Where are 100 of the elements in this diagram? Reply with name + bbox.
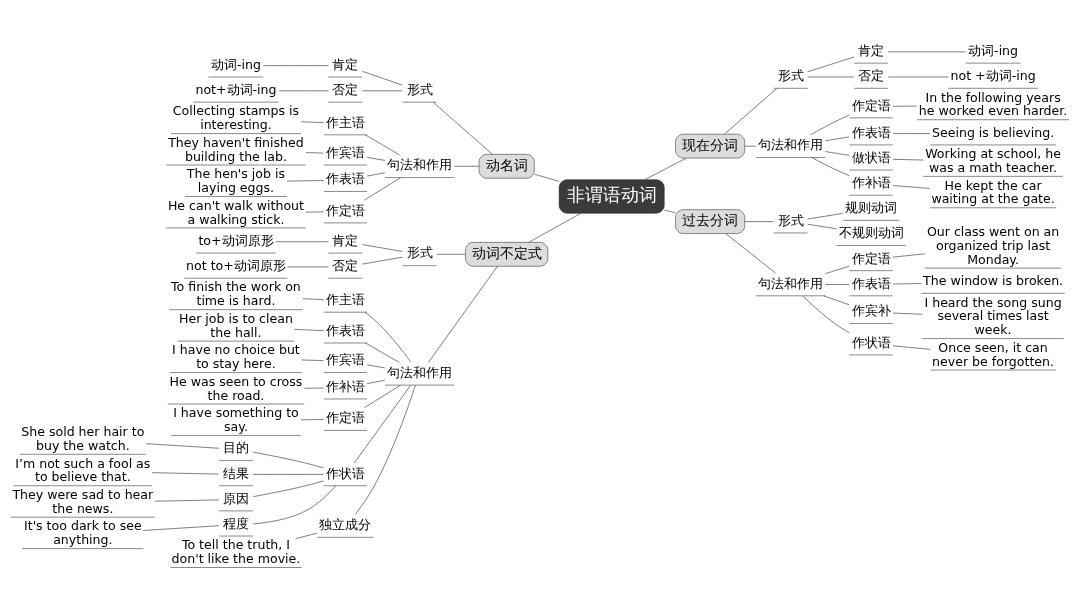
connector xyxy=(365,134,400,156)
connector xyxy=(807,213,844,220)
connector xyxy=(354,384,416,515)
connector xyxy=(892,105,918,107)
node-text: 作表语 xyxy=(851,124,891,140)
node-text: 动词-ing xyxy=(968,42,1019,58)
node-text: Our class went on an organized trip last Monday. xyxy=(926,224,1060,267)
connector xyxy=(725,233,776,274)
connector xyxy=(366,156,386,161)
node-text: 形式 xyxy=(777,68,804,84)
node-text: 作主语 xyxy=(325,292,365,307)
connector xyxy=(534,173,560,182)
connector xyxy=(353,384,411,464)
node-box: 动名词 xyxy=(478,154,535,179)
connector xyxy=(302,298,325,301)
node-text: They haven't finished building the lab. xyxy=(168,134,304,164)
node-text: 肯定 xyxy=(332,232,359,248)
node-text: not+动词-ing xyxy=(195,81,277,97)
connector xyxy=(436,253,466,255)
connector xyxy=(364,384,401,409)
connector xyxy=(892,253,926,258)
connector xyxy=(252,485,337,525)
node-text: Seeing is believing. xyxy=(932,124,1055,140)
node-text: 不规则动词 xyxy=(838,225,904,241)
node-text: 作表语 xyxy=(851,275,891,291)
connector xyxy=(365,342,400,363)
node-box: 过去分词 xyxy=(675,209,745,234)
node-text: 作主语 xyxy=(325,114,365,130)
connector xyxy=(892,185,930,189)
connector xyxy=(823,295,850,306)
connector xyxy=(305,152,324,154)
node-text: 结果 xyxy=(222,465,249,481)
node-text: 作宾语 xyxy=(325,352,365,368)
node-box: 动词不定式 xyxy=(465,242,549,267)
connector xyxy=(300,121,324,124)
connector xyxy=(824,151,850,156)
node-text: 句法和作用 xyxy=(758,137,824,153)
node-text: 作状语 xyxy=(851,334,891,350)
node-text: I’m not such a fool as to believe that. xyxy=(15,455,151,485)
node-text: 形式 xyxy=(406,245,433,261)
node-text: 原因 xyxy=(222,490,249,506)
connector xyxy=(892,158,924,161)
connector xyxy=(824,284,850,285)
connector xyxy=(300,419,324,421)
node-text: 规则动词 xyxy=(845,200,898,216)
connector xyxy=(278,90,329,92)
connector xyxy=(154,499,220,502)
connector xyxy=(807,223,837,230)
node-text: 句法和作用 xyxy=(387,157,453,173)
node-text: To finish the work on time is hard. xyxy=(171,279,301,309)
connector xyxy=(807,56,855,73)
node-text: 作补语 xyxy=(851,175,891,191)
connector xyxy=(145,443,220,449)
connector xyxy=(286,180,324,182)
node-text: 作定语 xyxy=(851,250,891,266)
node-text: To tell the truth, I don't like the movie. xyxy=(171,537,301,567)
connector xyxy=(362,256,403,265)
node-text: 作宾语 xyxy=(325,144,365,160)
node-text: 动词-ing xyxy=(210,56,261,72)
connector xyxy=(252,480,324,498)
node-text: Collecting stamps is interesting. xyxy=(172,103,300,133)
node-text: not to+动词原形 xyxy=(186,258,286,274)
connector xyxy=(892,283,922,285)
connector xyxy=(364,177,401,201)
node-text: 作状语 xyxy=(325,465,365,481)
connector xyxy=(362,70,403,86)
node-box: 现在分词 xyxy=(675,133,745,159)
node-box: 非谓语动词 xyxy=(558,179,665,214)
node-text: She sold her hair to buy the watch. xyxy=(21,424,145,453)
node-text: 句法和作用 xyxy=(387,364,453,380)
connector xyxy=(802,295,850,334)
node-text: 作补语 xyxy=(325,378,365,394)
connector xyxy=(301,359,324,361)
connector xyxy=(810,114,850,136)
connector xyxy=(724,88,778,135)
node-text: I heard the song sung several times last week. xyxy=(924,294,1062,338)
node-text: In the following years he worked even harder. xyxy=(918,89,1068,119)
connector xyxy=(362,90,403,92)
connector xyxy=(887,51,967,53)
node-text: The hen's job is laying eggs. xyxy=(186,166,286,196)
node-text: They were sad to hear the news. xyxy=(12,486,154,516)
node-text: He can't walk without a walking stick. xyxy=(167,197,304,227)
connector xyxy=(252,474,324,475)
connector xyxy=(644,157,687,181)
connector xyxy=(432,101,493,155)
connector xyxy=(744,145,757,147)
connector xyxy=(304,387,325,389)
connector xyxy=(811,157,850,177)
node-text: Once seen, it can never be forgotten. xyxy=(932,339,1055,369)
connector xyxy=(294,328,325,332)
node-text: 目的 xyxy=(222,440,249,456)
connector xyxy=(366,379,386,384)
connector xyxy=(262,65,329,67)
connector xyxy=(892,345,931,350)
node-text: It's too dark to see anything. xyxy=(24,518,142,548)
connector xyxy=(824,136,850,142)
node-text: 独立成分 xyxy=(319,517,372,533)
connector xyxy=(142,525,220,531)
node-text: 作定语 xyxy=(325,410,365,426)
node-text: 作定语 xyxy=(851,97,891,113)
